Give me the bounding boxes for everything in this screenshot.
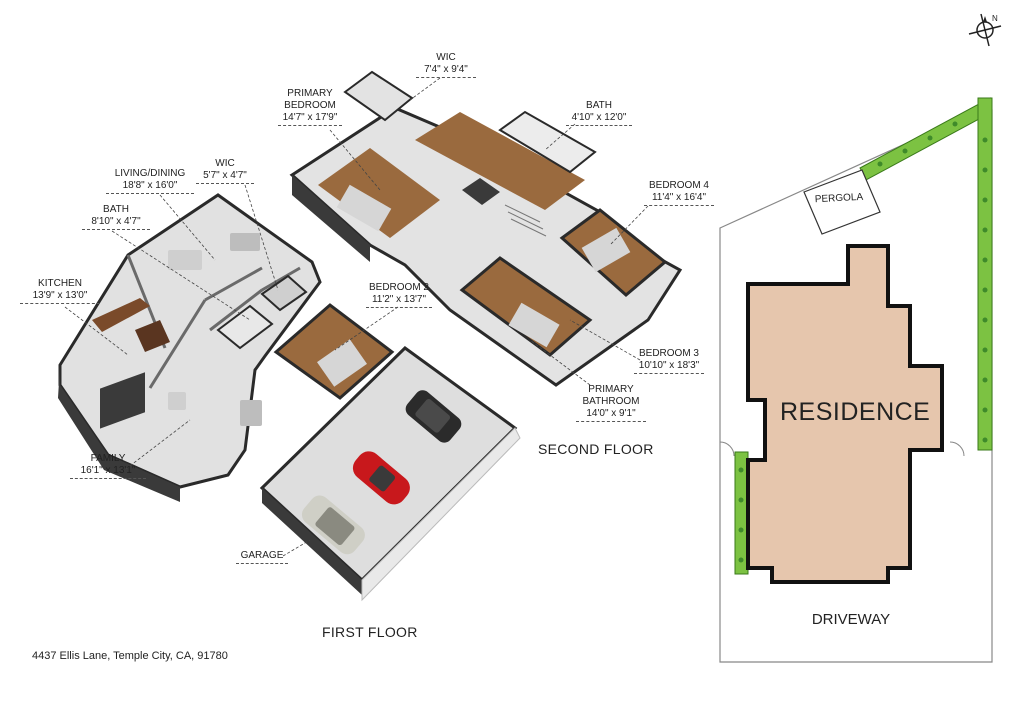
second-bath-floor <box>498 110 597 174</box>
residence-label: RESIDENCE <box>780 398 931 426</box>
primary-bedroom-dim: 14'7" x 17'9" <box>278 112 342 126</box>
pergola-outline <box>803 169 881 235</box>
bath-first-label: BATH 8'10" x 4'7" <box>82 204 150 230</box>
first-floor-interior-walls <box>126 254 301 389</box>
compass-icon <box>968 13 1002 47</box>
sofa-living <box>230 233 260 251</box>
kitchen-label: KITCHEN 13'9" x 13'0" <box>20 278 100 304</box>
wic-first-label: WIC 5'7" x 4'7" <box>196 158 254 184</box>
residence-outline <box>746 244 944 584</box>
bedroom2-dim: 11'2" x 13'7" <box>366 294 432 308</box>
bedroom3-name: BEDROOM 3 <box>638 348 699 359</box>
second-floor-wall-base <box>292 175 370 262</box>
wic-first-dim: 5'7" x 4'7" <box>196 170 254 184</box>
primary-bathroom-name-2: BATHROOM <box>582 396 640 407</box>
bath-second-label: BATH 4'10" x 12'0" <box>566 100 632 126</box>
garage-wall-left <box>262 488 362 595</box>
bedroom4-dim: 11'4" x 16'4" <box>644 192 714 206</box>
bedroom3-bed <box>508 302 560 348</box>
car-red <box>352 451 410 505</box>
garage-label: GARAGE <box>236 550 288 564</box>
hedge-right <box>977 97 993 451</box>
first-wic-floor <box>260 274 308 312</box>
primary-bedroom-name-1: PRIMARY <box>287 88 333 99</box>
wic-first-name: WIC <box>215 158 235 169</box>
bedroom4-name: BEDROOM 4 <box>648 180 709 191</box>
car-silver <box>301 495 365 555</box>
primary-bathroom-label: PRIMARY BATHROOM 14'0" x 9'1" <box>576 384 646 422</box>
driveway-label: DRIVEWAY <box>811 611 891 628</box>
wic-second-dim: 7'4" x 9'4" <box>416 64 476 78</box>
primary-bathroom-dim: 14'0" x 9'1" <box>576 408 646 422</box>
kitchen-dark-floor <box>100 372 145 429</box>
gate-right <box>949 441 965 457</box>
kitchen-dim: 13'9" x 13'0" <box>20 290 100 304</box>
first-floor-model <box>58 193 521 602</box>
family-name: FAMILY <box>90 453 126 464</box>
primary-bedroom-name-2: BEDROOM <box>284 100 336 111</box>
family-sofa <box>240 400 262 426</box>
bedroom3-label: BEDROOM 3 10'10" x 18'3" <box>634 348 704 374</box>
primary-bathroom-name-1: PRIMARY <box>588 384 634 395</box>
family-dim: 16'1" x 13'1" <box>70 465 146 479</box>
bath-second-name: BATH <box>586 100 612 111</box>
primary-bedroom-label: PRIMARY BEDROOM 14'7" x 17'9" <box>278 88 342 126</box>
second-floor-model <box>289 70 683 387</box>
compass-north-label: N <box>992 14 998 23</box>
dining-table <box>168 250 202 270</box>
car-dark <box>405 390 462 443</box>
living-dining-label: LIVING/DINING 18'8" x 16'0" <box>106 168 194 194</box>
first-floor-title: FIRST FLOOR <box>322 624 418 640</box>
family-chair <box>168 392 186 410</box>
stairs <box>504 204 547 237</box>
bedroom2-bed <box>317 339 367 387</box>
second-wic-floor <box>343 70 414 122</box>
family-label: FAMILY 16'1" x 13'1" <box>70 453 146 479</box>
gate-left <box>719 441 735 457</box>
living-dining-dim: 18'8" x 16'0" <box>106 180 194 194</box>
upper-hall-floor <box>415 112 585 210</box>
site-plan <box>719 13 1002 663</box>
primary-bedroom-floor <box>318 148 440 238</box>
bedroom2-name: BEDROOM 2 <box>368 282 429 293</box>
bedroom4-bed <box>581 227 631 273</box>
leader-lines <box>64 77 649 557</box>
kitchen-island <box>135 320 170 352</box>
primary-bed <box>336 184 392 232</box>
property-address: 4437 Ellis Lane, Temple City, CA, 91780 <box>32 650 228 662</box>
bath-first-dim: 8'10" x 4'7" <box>82 216 150 230</box>
hedge-dots <box>738 121 988 563</box>
bedroom2-label: BEDROOM 2 11'2" x 13'7" <box>366 282 432 308</box>
wic-second-label: WIC 7'4" x 9'4" <box>416 52 476 78</box>
second-floor-title: SECOND FLOOR <box>538 441 654 457</box>
garage-name: GARAGE <box>236 550 288 564</box>
bath-second-dim: 4'10" x 12'0" <box>566 112 632 126</box>
wic-second-name: WIC <box>436 52 456 63</box>
kitchen-name: KITCHEN <box>38 278 82 289</box>
living-dining-name: LIVING/DINING <box>114 168 186 179</box>
stair-well <box>462 178 500 205</box>
garage-wall-right <box>361 427 521 602</box>
garage-floor <box>259 346 518 583</box>
kitchen-counter <box>92 298 150 332</box>
first-bath-floor <box>216 304 274 350</box>
bedroom4-label: BEDROOM 4 11'4" x 16'4" <box>644 180 714 206</box>
bedroom3-dim: 10'10" x 18'3" <box>634 360 704 374</box>
bath-first-name: BATH <box>103 204 129 215</box>
